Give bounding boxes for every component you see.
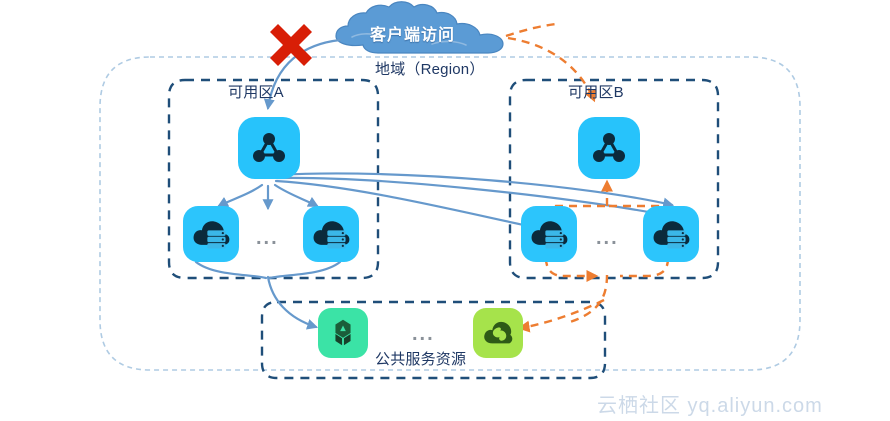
shared-services-label: 公共服务资源	[375, 351, 467, 368]
zone-b-ecs-instance-2[interactable]	[643, 206, 699, 262]
zone-a-load-balancer[interactable]	[238, 117, 300, 179]
connection-blocked-icon	[270, 24, 312, 66]
zone-b-label: 可用区B	[568, 84, 624, 101]
zone-a-boundary	[167, 78, 380, 280]
zone-a-ellipsis: ...	[256, 227, 279, 249]
object-storage-icon	[335, 319, 351, 346]
zone-a-label: 可用区A	[228, 84, 284, 101]
cloud-server-icon	[313, 221, 350, 249]
load-balancer-icon	[253, 133, 285, 162]
cloud-server-icon	[653, 221, 690, 249]
watermark: 云栖社区 yq.aliyun.com	[597, 395, 823, 417]
zone-a-ecs-instance-1[interactable]	[183, 206, 239, 262]
shared-database-service[interactable]	[473, 308, 523, 358]
zone-b-load-balancer[interactable]	[578, 117, 640, 179]
region-label: 地域（Region）	[375, 61, 485, 78]
client-access-label: 客户端访问	[370, 27, 456, 44]
cloud-server-icon	[193, 221, 230, 249]
cloud-server-icon	[531, 221, 568, 249]
shared-services-ellipsis: ...	[412, 323, 435, 345]
shared-object-storage[interactable]	[318, 308, 368, 358]
client-cloud-shape	[335, 1, 504, 54]
zone-b-ecs-instance-1[interactable]	[521, 206, 577, 262]
zone-b-boundary	[508, 78, 720, 280]
zone-b-ellipsis: ...	[596, 227, 619, 249]
zone-a-ecs-instance-2[interactable]	[303, 206, 359, 262]
region-boundary	[99, 56, 801, 371]
shared-services-boundary	[260, 300, 607, 380]
load-balancer-icon	[593, 133, 625, 162]
database-cloud-icon	[484, 321, 513, 344]
